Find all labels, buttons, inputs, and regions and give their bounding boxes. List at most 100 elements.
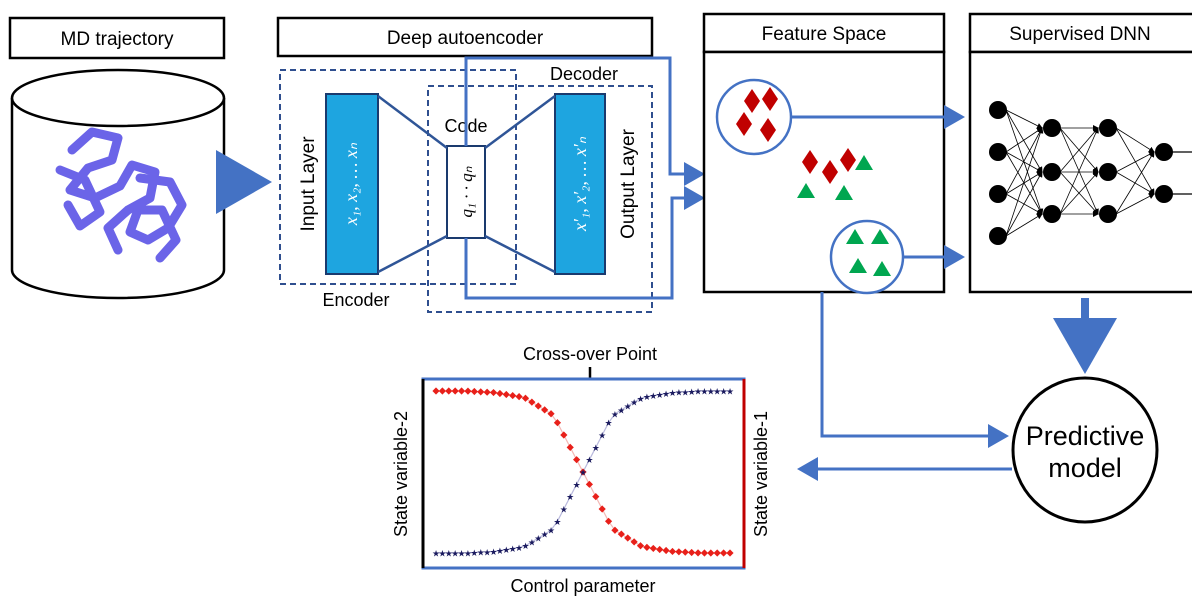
- state1-point: ★: [541, 531, 549, 541]
- green-triangle-icons: [797, 155, 891, 276]
- state2-point: [604, 517, 613, 525]
- crossover-chart: Cross-over Point ★★★★★★★★★★★★★★★★★★★★★★★…: [391, 344, 771, 596]
- state2-point: [477, 388, 485, 396]
- state1-point: ★: [656, 391, 664, 401]
- nn-edge: [1005, 109, 1043, 129]
- state1-point: ★: [509, 545, 517, 555]
- protein-structure-icon: [55, 127, 187, 263]
- dnn-header-label: Supervised DNN: [1009, 24, 1151, 45]
- nn-node: [1155, 143, 1173, 161]
- state2-point: [553, 419, 562, 427]
- chart-y-axis-right-label: State variable-1: [751, 411, 771, 537]
- autoencoder-panel: Deep autoencoder Decoder Encoder Code x₁…: [276, 16, 705, 313]
- state1-point: ★: [458, 550, 466, 560]
- state2-point: [649, 544, 657, 553]
- state1-point: ★: [611, 410, 619, 420]
- code-to-feature-arrow-top: [464, 56, 705, 186]
- state1-point: ★: [617, 406, 625, 416]
- predictive-model-node: Predictive model: [797, 376, 1159, 524]
- state2-point: [573, 456, 581, 464]
- state1-point: ★: [451, 550, 459, 560]
- nn-edge: [1005, 171, 1043, 237]
- nn-node: [1043, 163, 1061, 181]
- state2-point: [611, 526, 619, 534]
- code-vars-label: q₁ · · qₙ: [457, 166, 476, 217]
- state2-point: [726, 549, 734, 557]
- state1-point: ★: [598, 432, 606, 442]
- state1-point: ★: [688, 388, 696, 398]
- feature-to-model-arrow: [820, 292, 1009, 448]
- state1-point: ★: [668, 389, 676, 399]
- state1-point: ★: [707, 388, 715, 398]
- state2-point: [707, 549, 715, 557]
- chart-x-axis-label: Control parameter: [510, 576, 655, 596]
- state2-point: [675, 548, 683, 556]
- state2-point: [656, 545, 664, 554]
- feature-space-panel: Feature Space: [702, 12, 1009, 448]
- state1-point: ★: [662, 390, 670, 400]
- nn-node: [989, 185, 1007, 203]
- state2-point: [694, 549, 702, 557]
- dnn-header-box: [968, 12, 1192, 54]
- encoder-funnel-lines: [377, 94, 556, 274]
- state2-point: [438, 387, 446, 395]
- state2-point: [662, 546, 670, 555]
- state2-point: [515, 393, 523, 401]
- output-layer-label: Output Layer: [618, 128, 639, 239]
- output-layer-bar: [554, 93, 606, 275]
- predictive-model-line2: model: [1048, 453, 1122, 483]
- nn-node: [1099, 205, 1117, 223]
- state2-point: [483, 388, 491, 396]
- input-vars-label: x₁, x₂, … xₙ: [341, 142, 361, 226]
- nn-node: [1043, 205, 1061, 223]
- nn-edge: [1059, 127, 1099, 215]
- nn-edge: [1005, 151, 1043, 173]
- state1-point: ★: [675, 389, 683, 399]
- state1-point: ★: [534, 534, 542, 544]
- state1-point: ★: [643, 393, 651, 403]
- state2-point: [598, 505, 606, 513]
- state1-point: ★: [630, 399, 638, 409]
- state2-point: [521, 394, 530, 402]
- nn-node: [1099, 119, 1117, 137]
- autoencoder-header-box: [276, 16, 654, 58]
- state2-point: [560, 431, 568, 439]
- state2-point: [585, 480, 593, 488]
- state2-point: [528, 398, 536, 406]
- nn-edge: [1005, 127, 1043, 153]
- code-layer-box: [446, 145, 486, 239]
- state2-series-markers: [432, 387, 734, 557]
- state1-point: ★: [624, 403, 632, 413]
- decoder-label: Decoder: [550, 64, 618, 84]
- state1-point: ★: [726, 388, 734, 398]
- nn-edge: [1115, 127, 1155, 153]
- nn-node: [989, 101, 1007, 119]
- nn-edge: [1059, 171, 1099, 215]
- code-to-feature-arrow-bottom: [464, 186, 705, 300]
- state1-point: ★: [649, 392, 657, 402]
- nn-node: [1155, 185, 1173, 203]
- state2-point: [592, 493, 600, 501]
- state2-point: [547, 410, 555, 418]
- state1-point: ★: [515, 544, 523, 554]
- nn-edge: [1005, 127, 1044, 237]
- input-layer-bar: [325, 93, 379, 275]
- state1-point: ★: [521, 542, 529, 552]
- supervised-dnn-panel: Supervised DNN: [968, 12, 1192, 374]
- state2-point: [720, 549, 728, 557]
- state1-point: ★: [483, 548, 491, 558]
- state2-point: [451, 387, 459, 395]
- state1-point: ★: [579, 469, 587, 479]
- state2-point: [668, 547, 677, 556]
- md-header-label: MD trajectory: [61, 29, 174, 50]
- predictive-model-line1: Predictive: [1026, 421, 1145, 451]
- state1-point: ★: [438, 550, 446, 560]
- red-diamond-icons: [736, 87, 856, 184]
- state2-point: [681, 548, 689, 556]
- state2-point: [643, 543, 651, 551]
- state1-point: ★: [489, 548, 497, 558]
- nn-node: [1099, 163, 1117, 181]
- state2-point: [534, 402, 542, 410]
- nn-edge: [1115, 193, 1155, 215]
- state1-point: ★: [477, 549, 485, 559]
